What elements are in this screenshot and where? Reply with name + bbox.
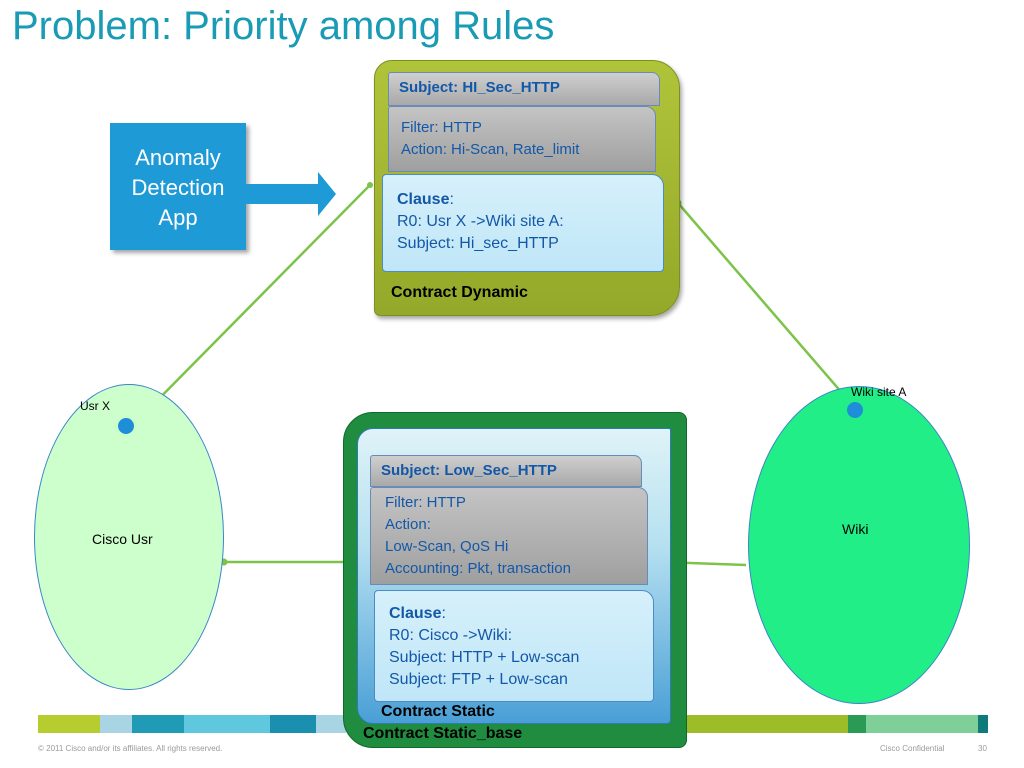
anomaly-detection-app-box[interactable]: Anomaly Detection App [110, 123, 246, 250]
anomaly-line-3: App [158, 205, 198, 230]
wiki-site-a-dot[interactable] [847, 402, 863, 418]
dynamic-action-text: Action: Hi-Scan, Rate_limit [401, 141, 580, 158]
footer-confidential: Cisco Confidential [880, 744, 945, 753]
wiki-label: Wiki [842, 521, 869, 537]
page-title: Problem: Priority among Rules [12, 4, 555, 48]
arrow-right-icon [244, 172, 336, 216]
cisco-usr-ellipse[interactable] [34, 384, 224, 690]
anomaly-line-2: Detection [131, 175, 225, 200]
dynamic-clause-line-2: Subject: Hi_sec_HTTP [397, 235, 559, 252]
static-filter-box: Filter: HTTP Action: Low-Scan, QoS Hi Ac… [370, 487, 648, 585]
static-filter-line-2: Action: [385, 516, 431, 533]
dynamic-clause-label: Clause [397, 191, 450, 208]
usr-x-dot[interactable] [118, 418, 134, 434]
dynamic-subject-tab[interactable]: Subject: HI_Sec_HTTP [388, 72, 660, 106]
contract-dynamic-label: Contract Dynamic [391, 284, 528, 301]
static-clause-line-3: Subject: FTP + Low-scan [389, 671, 568, 688]
static-subject-tab[interactable]: Subject: Low_Sec_HTTP [370, 455, 642, 487]
dynamic-clause-box: Clause: R0: Usr X ->Wiki site A: Subject… [382, 174, 664, 272]
wiki-site-a-label: Wiki site A [851, 385, 907, 399]
static-clause-line-1: R0: Cisco ->Wiki: [389, 627, 513, 644]
static-clause-line-2: Subject: HTTP + Low-scan [389, 649, 580, 666]
cisco-usr-label: Cisco Usr [92, 531, 153, 547]
static-filter-line-3: Low-Scan, QoS Hi [385, 538, 509, 555]
footer-page-number: 30 [978, 744, 987, 753]
line-dynamic-to-wiki [677, 202, 856, 409]
anomaly-line-1: Anomaly [135, 145, 221, 170]
connector-end-dynamic-left [367, 182, 373, 188]
static-clause-label: Clause [389, 605, 442, 622]
static-clause-box: Clause: R0: Cisco ->Wiki: Subject: HTTP … [374, 590, 654, 702]
usr-x-label: Usr X [80, 399, 110, 413]
dynamic-clause-line-1: R0: Usr X ->Wiki site A: [397, 213, 564, 230]
line-usr-to-dynamic [131, 184, 371, 427]
static-filter-line-1: Filter: HTTP [385, 494, 466, 511]
footer-copyright: © 2011 Cisco and/or its affiliates. All … [38, 744, 223, 753]
footer-color-bar [38, 715, 988, 733]
static-filter-line-4: Accounting: Pkt, transaction [385, 560, 571, 577]
wiki-ellipse[interactable] [748, 386, 970, 704]
contract-static-label: Contract Static [381, 703, 495, 720]
contract-static-base-label: Contract Static_base [363, 725, 523, 742]
dynamic-filter-box: Filter: HTTP Action: Hi-Scan, Rate_limit [388, 106, 656, 172]
dynamic-filter-text: Filter: HTTP [401, 119, 482, 136]
